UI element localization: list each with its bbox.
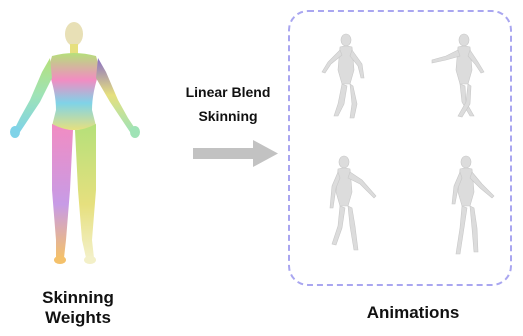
figure-leg-right: [75, 124, 96, 258]
figure-hand-left: [10, 126, 20, 138]
figure-leg-left: [52, 124, 73, 258]
animations-dashed-box: [288, 10, 512, 286]
figure-head: [65, 22, 83, 46]
figure-hand-right: [130, 126, 140, 138]
left-caption-line-1: Skinning: [8, 288, 148, 308]
skinning-weights-caption: Skinning Weights: [8, 288, 148, 328]
method-label-line-1: Linear Blend: [162, 80, 294, 104]
skinning-weights-figure: [10, 22, 140, 264]
figure-arm-left: [14, 58, 52, 132]
left-caption-line-2: Weights: [8, 308, 148, 328]
method-label: Linear Blend Skinning: [162, 80, 294, 128]
figure-foot-right: [84, 256, 96, 264]
figure-foot-left: [54, 256, 66, 264]
arrow-right: [193, 140, 278, 167]
method-label-line-2: Skinning: [162, 104, 294, 128]
figure-neck: [70, 44, 78, 54]
animations-caption: Animations: [318, 303, 508, 323]
figure-torso: [48, 53, 100, 130]
figure-arm-right: [96, 58, 136, 132]
